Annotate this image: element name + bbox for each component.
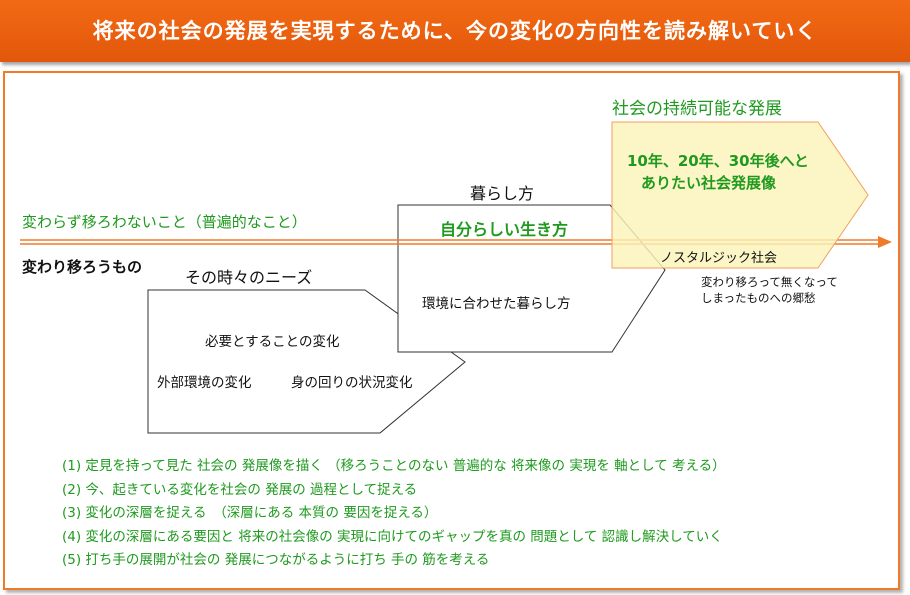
principle-item: (1) 定見を持って見た 社会の 発展像を描く （移ろうことのない 普遍的な 将… [62,458,726,474]
external-change-text: 外部環境の変化 [157,375,252,391]
ideal-society-text: ありたい社会発展像 [641,174,777,192]
page-title: 将来の社会の発展を実現するために、今の変化の方向性を読み解いていく [92,19,818,43]
unchanging-label: 変わらず移ろわないこと（普遍的なこと） [22,213,307,231]
principle-item: (2) 今、起きている変化を社会の 発展の 過程として捉える [62,481,418,498]
nostalgic-society-text: ノスタルジック社会 [660,251,778,266]
future-box [611,121,869,269]
surroundings-change-text: 身の回りの状況変化 [291,375,413,391]
own-way-of-life-text: 自分らしい生き方 [440,220,569,239]
principles-list: (1) 定見を持って見た 社会の 発展像を描く （移ろうことのない 普遍的な 将… [62,455,726,573]
lifestyle-label: 暮らし方 [470,184,535,203]
nostalgia-note-line1: 変わり移ろって無くなって [701,275,838,289]
nostalgia-note-line2: しまったものへの郷愁 [701,291,816,305]
needs-change-text: 必要とすることの変化 [205,334,340,350]
needs-label: その時々のニーズ [185,268,313,287]
principle-item: (3) 変化の深層を捉える （深層にある 本質の 要因を捉える） [62,505,438,521]
principle-item: (5) 打ち手の展開が社会の 発展につながるように打ち 手の 筋を考える [62,552,490,568]
future-years-text: 10年、20年、30年後へと [627,152,809,170]
needs-box [147,289,466,434]
changing-label: 変わり移ろうもの [22,258,143,276]
timeline-arrow-head [878,236,892,248]
sustainable-label: 社会の持続可能な発展 [612,99,782,119]
principle-item: (4) 変化の深層にある要因と 将来の社会像の 実現に向けてのギャップを真の 問… [62,528,723,545]
adapted-lifestyle-text: 環境に合わせた暮らし方 [422,296,571,312]
title-banner [0,0,910,62]
lifestyle-box [397,204,666,353]
